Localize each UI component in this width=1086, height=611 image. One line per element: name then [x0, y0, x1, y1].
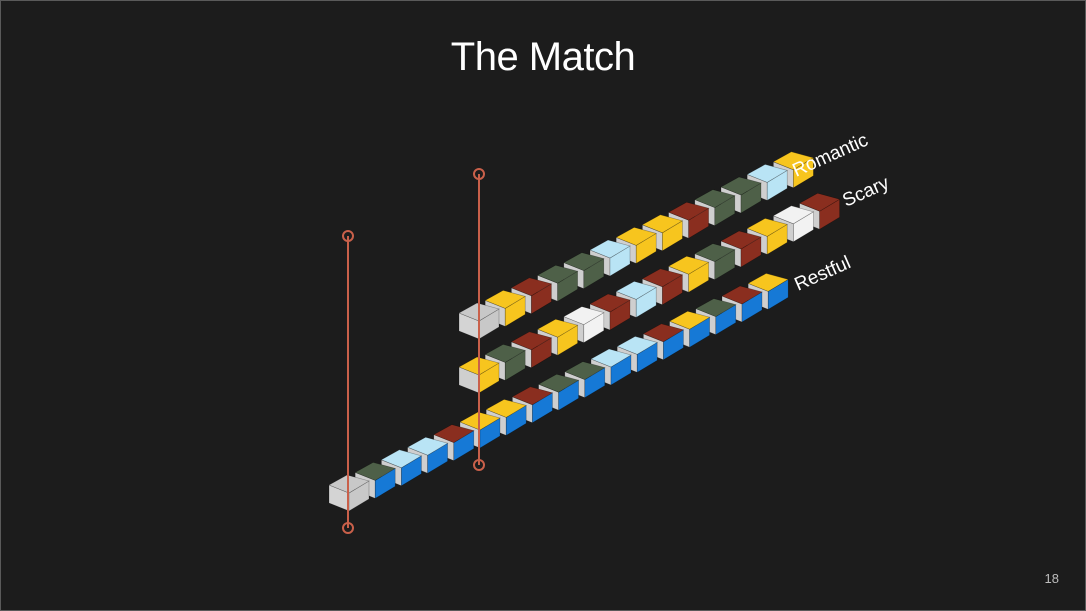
- marker-right: [473, 168, 485, 471]
- block-rows: [328, 151, 841, 512]
- marker-endpoint: [342, 522, 354, 534]
- block-gray: [328, 474, 370, 512]
- alignment-markers: [342, 168, 485, 534]
- page-number: 18: [1044, 571, 1059, 586]
- marker-endpoint: [473, 459, 485, 471]
- marker-endpoint: [342, 230, 354, 242]
- block-row-romantic: [458, 151, 815, 340]
- marker-endpoint: [473, 168, 485, 180]
- block-row-scary: [458, 192, 841, 394]
- block-row-restful: [328, 273, 789, 512]
- marker-left: [342, 230, 354, 534]
- slide-title: The Match: [450, 35, 636, 79]
- row-label-scary: Scary: [839, 172, 892, 211]
- row-label-restful: Restful: [791, 252, 854, 295]
